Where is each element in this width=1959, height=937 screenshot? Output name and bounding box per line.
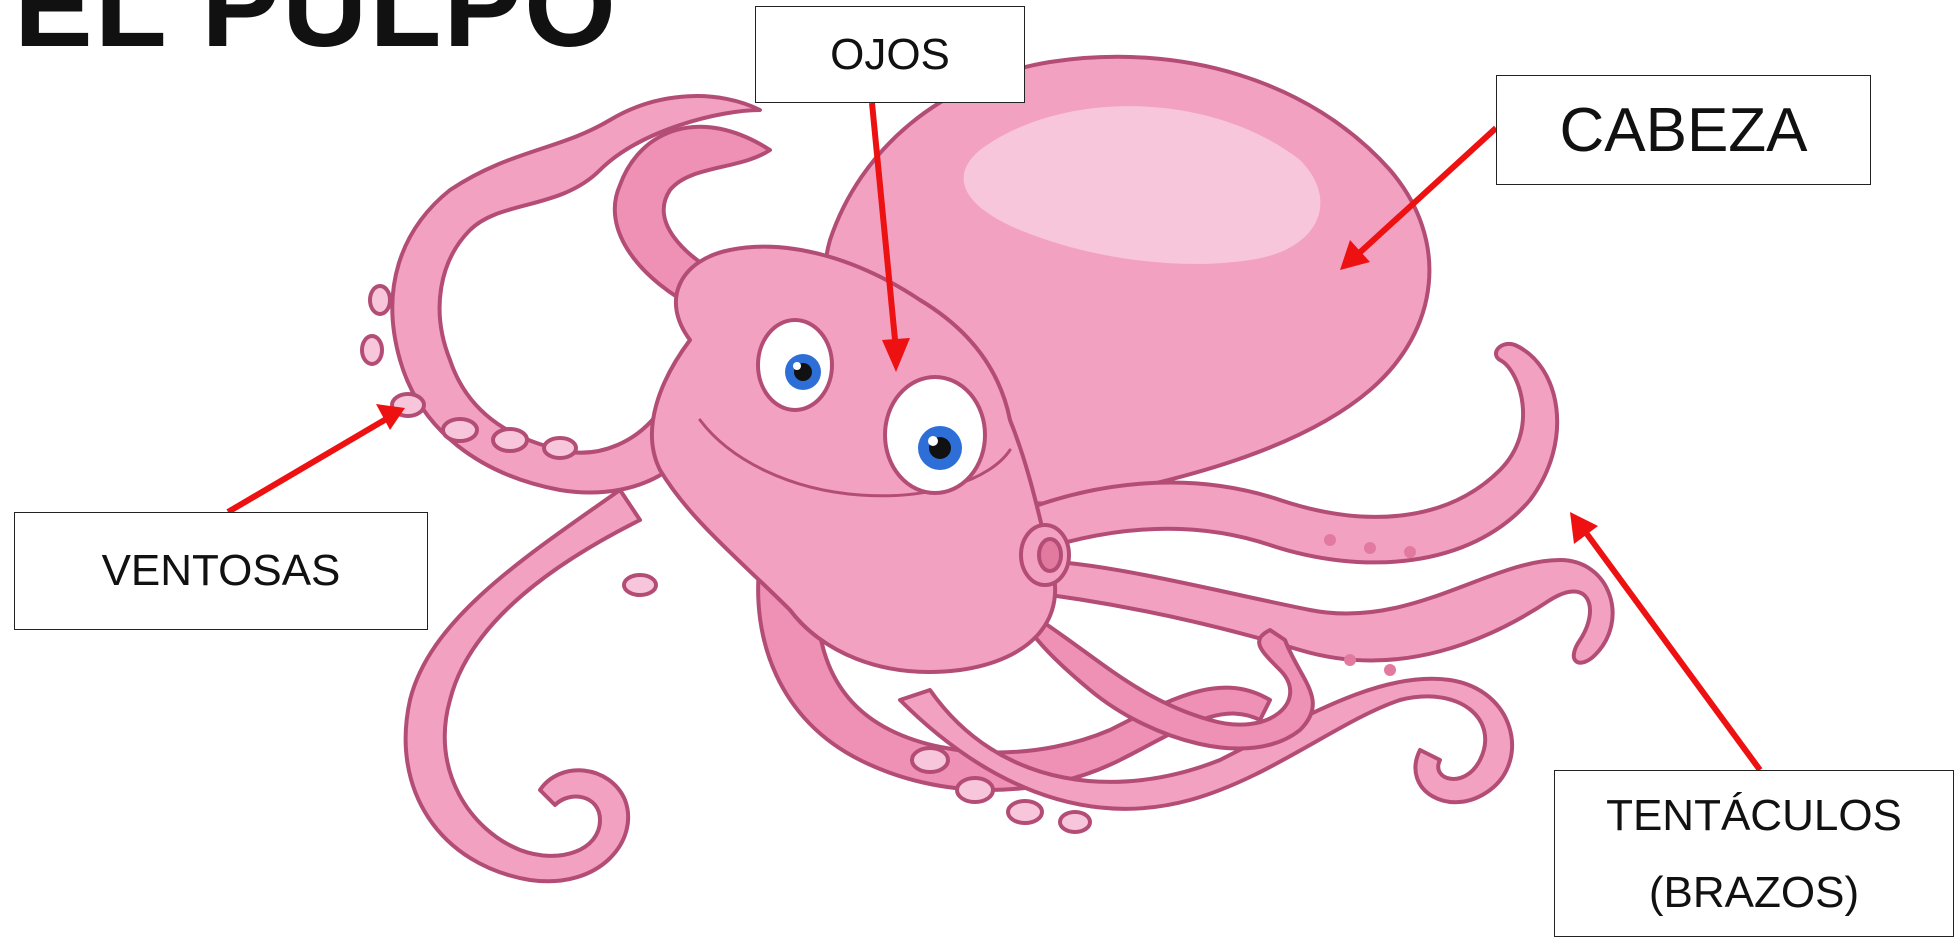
arrow-ventosas (228, 418, 388, 512)
label-tentaculos-line1: TENTÁCULOS (1606, 777, 1902, 854)
label-ojos-text: OJOS (830, 30, 950, 80)
label-cabeza-text: CABEZA (1559, 95, 1807, 166)
eye-right (885, 377, 985, 493)
eye-left (758, 320, 832, 410)
tentacle-right-lower (1030, 620, 1313, 749)
arrowhead-ventosas (376, 404, 405, 430)
arrow-tentaculos (1584, 530, 1760, 770)
label-ventosas: VENTOSAS (14, 512, 428, 630)
label-ventosas-text: VENTOSAS (102, 546, 341, 596)
octopus (362, 57, 1613, 881)
label-cabeza: CABEZA (1496, 75, 1871, 185)
tentacle-right-middle (1010, 560, 1613, 663)
siphon (1021, 525, 1069, 585)
label-ojos: OJOS (755, 6, 1025, 103)
label-tentaculos-line2: (BRAZOS) (1649, 854, 1859, 931)
page-title: EL PULPO (14, 0, 618, 74)
label-tentaculos: TENTÁCULOS (BRAZOS) (1554, 770, 1954, 937)
tentacle-lower-left (406, 490, 640, 881)
